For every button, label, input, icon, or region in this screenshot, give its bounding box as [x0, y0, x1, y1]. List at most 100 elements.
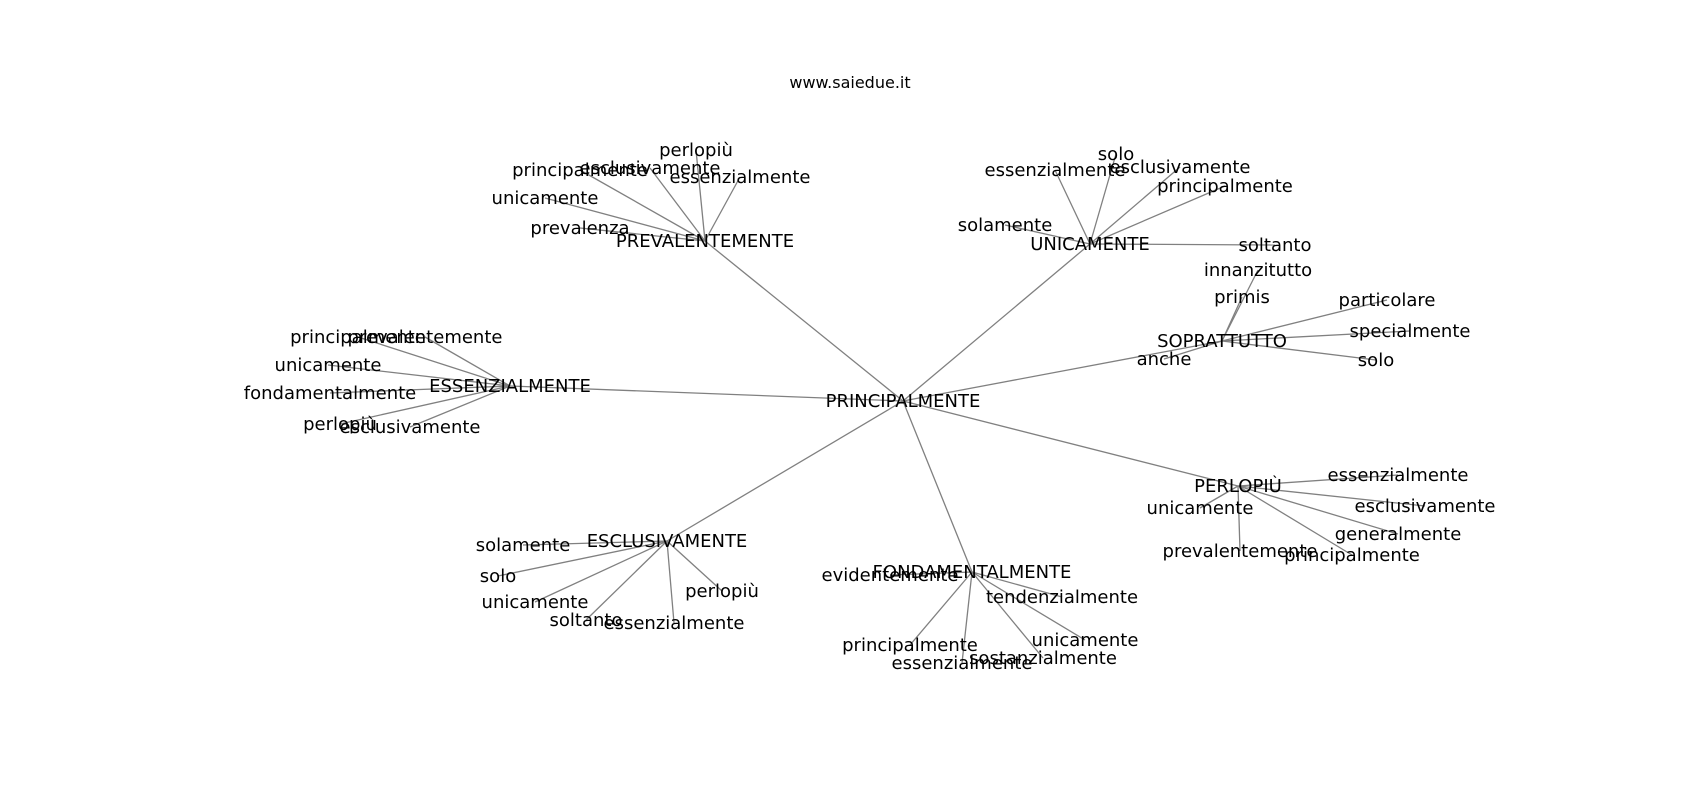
node-un-principalmente[interactable]: principalmente: [1157, 176, 1293, 197]
edge-esclusivamente_h-ex_unicamente: [534, 540, 668, 603]
edge-unicamente_h-un_esclusivamente: [1089, 166, 1181, 245]
node-so-particolare[interactable]: particolare: [1339, 290, 1436, 311]
node-fondamentalmente-h[interactable]: FONDAMENTALMENTE: [873, 562, 1072, 583]
edge-fondamentalmente_h-fo_essenzialmente: [961, 571, 973, 664]
edge-essenzialmente_h-es_esclusivamente: [409, 385, 511, 428]
node-un-essenzialmente[interactable]: essenzialmente: [985, 160, 1126, 181]
node-es-principalmente[interactable]: principalmente: [290, 327, 426, 348]
edge-unicamente_h-un_principalmente: [1089, 185, 1226, 245]
labels-layer: PRINCIPALMENTEPREVALENTEMENTEperlopiùesc…: [244, 140, 1496, 674]
edge-unicamente_h-un_essenzialmente: [1054, 169, 1091, 245]
edge-essenzialmente_h-es_unicamente: [327, 364, 511, 387]
node-ex-soltanto[interactable]: soltanto: [550, 610, 623, 631]
node-pv-essenzialmente[interactable]: essenzialmente: [670, 167, 811, 188]
node-essenzialmente-h[interactable]: ESSENZIALMENTE: [429, 376, 591, 397]
node-perlopiu-h[interactable]: PERLOPIÙ: [1194, 475, 1282, 497]
edge-essenzialmente_h-es_fondamentalmente: [329, 385, 511, 394]
node-es-unicamente[interactable]: unicamente: [275, 355, 382, 376]
node-un-soltanto[interactable]: soltanto: [1239, 235, 1312, 256]
node-so-innanzitutto[interactable]: innanzitutto: [1204, 260, 1312, 281]
node-so-specialmente[interactable]: specialmente: [1350, 321, 1471, 342]
node-fo-tendenzialmente[interactable]: tendenzialmente: [986, 587, 1138, 608]
node-pv-perlopiu[interactable]: perlopiù: [659, 140, 733, 161]
edge-unicamente_h-un_soltanto: [1089, 243, 1276, 246]
edge-principalmente_c-fondamentalmente_h: [902, 400, 973, 573]
edge-soprattutto_h-so_primis: [1221, 296, 1243, 342]
node-pe-generalmente[interactable]: generalmente: [1335, 524, 1462, 545]
node-es-perlopiu[interactable]: perlopiù: [303, 414, 377, 435]
node-ex-solamente[interactable]: solamente: [476, 535, 571, 556]
edge-fondamentalmente_h-fo_unicamente: [971, 571, 1086, 641]
edge-prevalentemente_h-pv_perlopiu: [695, 149, 706, 242]
edge-perlopiu_h-pe_prevalentemente: [1237, 485, 1241, 552]
node-un-solo[interactable]: solo: [1098, 144, 1134, 165]
edge-prevalentemente_h-pv_essenzialmente: [704, 176, 741, 242]
node-unicamente-h[interactable]: UNICAMENTE: [1030, 234, 1150, 255]
node-pv-esclusivamente[interactable]: esclusivamente: [580, 158, 721, 179]
edge-principalmente_c-essenzialmente_h: [509, 385, 904, 402]
node-pe-esclusivamente[interactable]: esclusivamente: [1355, 496, 1496, 517]
node-principalmente-c[interactable]: PRINCIPALMENTE: [826, 391, 981, 412]
edge-principalmente_c-unicamente_h: [902, 243, 1091, 402]
node-es-prevalentemente[interactable]: prevalentemente: [348, 327, 503, 348]
node-ex-essenzialmente[interactable]: essenzialmente: [604, 613, 745, 634]
node-un-esclusivamente[interactable]: esclusivamente: [1110, 157, 1251, 178]
node-pv-unicamente[interactable]: unicamente: [492, 188, 599, 209]
site-title[interactable]: www.saiedue.it: [789, 73, 910, 92]
node-pe-prevalentemente[interactable]: prevalentemente: [1163, 541, 1318, 562]
edge-esclusivamente_h-ex_essenzialmente: [666, 540, 675, 624]
edge-principalmente_c-prevalentemente_h: [704, 240, 904, 402]
edge-esclusivamente_h-ex_solamente: [522, 540, 668, 546]
node-fo-evidentemente[interactable]: evidentemente: [822, 565, 959, 586]
edge-perlopiu_h-pe_unicamente: [1199, 485, 1239, 509]
node-un-solamente[interactable]: solamente: [958, 215, 1053, 236]
node-ex-perlopiu[interactable]: perlopiù: [685, 581, 759, 602]
edge-soprattutto_h-so_solo: [1221, 340, 1377, 361]
edge-soprattutto_h-so_particolare: [1221, 299, 1388, 342]
edge-fondamentalmente_h-fo_sostanzialmente: [971, 571, 1044, 659]
node-fo-unicamente[interactable]: unicamente: [1032, 630, 1139, 651]
edge-perlopiu_h-pe_principalmente: [1237, 485, 1353, 556]
node-ex-unicamente[interactable]: unicamente: [482, 592, 589, 613]
edge-essenzialmente_h-es_perlopiu: [339, 385, 511, 425]
node-ex-solo[interactable]: solo: [480, 566, 516, 587]
edge-fondamentalmente_h-fo_tendenzialmente: [971, 571, 1063, 598]
node-fo-principalmente[interactable]: principalmente: [842, 635, 978, 656]
node-pe-essenzialmente[interactable]: essenzialmente: [1328, 465, 1469, 486]
edge-prevalentemente_h-pv_principalmente: [579, 169, 706, 242]
edge-unicamente_h-un_solamente: [1004, 224, 1091, 245]
edge-unicamente_h-un_solo: [1089, 153, 1117, 245]
node-fo-essenzialmente[interactable]: essenzialmente: [892, 653, 1033, 674]
edge-essenzialmente_h-es_prevalentemente: [424, 336, 511, 387]
edge-fondamentalmente_h-fo_evidentemente: [889, 571, 973, 576]
edge-principalmente_c-soprattutto_h: [902, 340, 1223, 402]
node-pv-prevalenza[interactable]: prevalenza: [530, 218, 629, 239]
node-fo-sostanzialmente[interactable]: sostanzialmente: [969, 648, 1117, 669]
edge-essenzialmente_h-es_principalmente: [357, 336, 511, 387]
edge-soprattutto_h-so_specialmente: [1221, 330, 1411, 342]
edge-perlopiu_h-pe_generalmente: [1237, 485, 1399, 535]
node-prevalentemente-h[interactable]: PREVALENTEMENTE: [616, 231, 794, 252]
node-pv-principalmente[interactable]: principalmente: [512, 160, 648, 181]
edge-esclusivamente_h-ex_perlopiu: [666, 540, 723, 592]
node-so-primis[interactable]: primis: [1214, 287, 1270, 308]
node-so-anche[interactable]: anche: [1137, 349, 1192, 370]
edge-prevalentemente_h-pv_prevalenza: [579, 227, 706, 242]
edge-soprattutto_h-so_anche: [1163, 340, 1223, 360]
edge-fondamentalmente_h-fo_principalmente: [909, 571, 973, 646]
node-soprattutto-h[interactable]: SOPRATTUTTO: [1157, 331, 1287, 352]
node-so-solo[interactable]: solo: [1358, 350, 1394, 371]
node-pe-principalmente[interactable]: principalmente: [1284, 545, 1420, 566]
edge-prevalentemente_h-pv_esclusivamente: [649, 167, 706, 242]
edge-perlopiu_h-pe_esclusivamente: [1237, 485, 1426, 507]
node-es-fondamentalmente[interactable]: fondamentalmente: [244, 383, 416, 404]
node-pe-unicamente[interactable]: unicamente: [1147, 498, 1254, 519]
edge-principalmente_c-esclusivamente_h: [666, 400, 904, 542]
edge-perlopiu_h-pe_essenzialmente: [1237, 474, 1399, 487]
node-esclusivamente-h[interactable]: ESCLUSIVAMENTE: [587, 531, 748, 552]
edge-principalmente_c-perlopiu_h: [902, 400, 1239, 487]
node-es-esclusivamente[interactable]: esclusivamente: [340, 417, 481, 438]
edge-esclusivamente_h-ex_solo: [497, 540, 668, 577]
